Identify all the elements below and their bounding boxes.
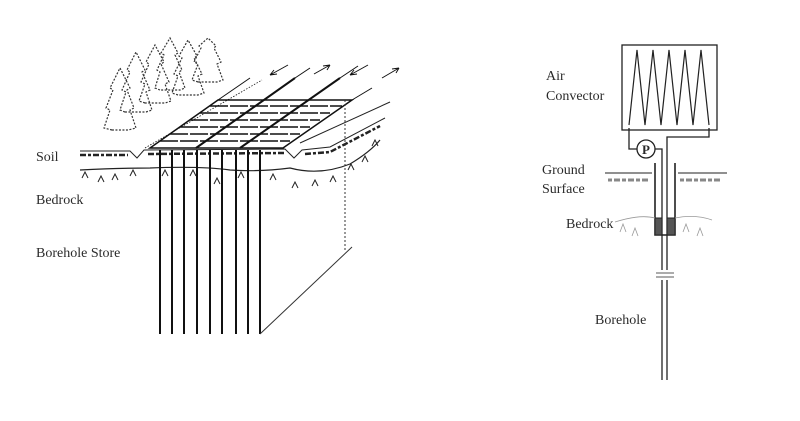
pump: P [636,139,656,159]
ground-surface [79,101,391,189]
tree-icon [171,38,205,96]
label-soil: Soil [36,150,59,165]
label-bedrock: Bedrock [36,193,83,208]
label-convector: Convector [546,89,605,104]
collector-grid [144,65,373,149]
tree-icon [119,50,153,113]
label-ground: Ground [542,163,585,178]
tree-icon [154,36,186,91]
pump-label: P [642,142,650,157]
label-borehole-store: Borehole Store [36,246,120,261]
air-convector [621,44,718,131]
pump-icon [636,139,656,159]
store-volume-outline [259,100,353,335]
tree-icon [191,37,224,83]
label-air: Air [546,69,565,84]
tree-icon [103,66,137,131]
label-bedrock-right: Bedrock [566,217,613,232]
label-borehole: Borehole [595,313,646,328]
pipes [628,128,710,380]
tree-icon [138,43,172,104]
label-surface: Surface [542,182,585,197]
boreholes [159,150,261,334]
root-marks [81,138,379,189]
flow-arrows [269,64,400,79]
trees [103,36,224,131]
ground-and-casing [605,163,727,237]
